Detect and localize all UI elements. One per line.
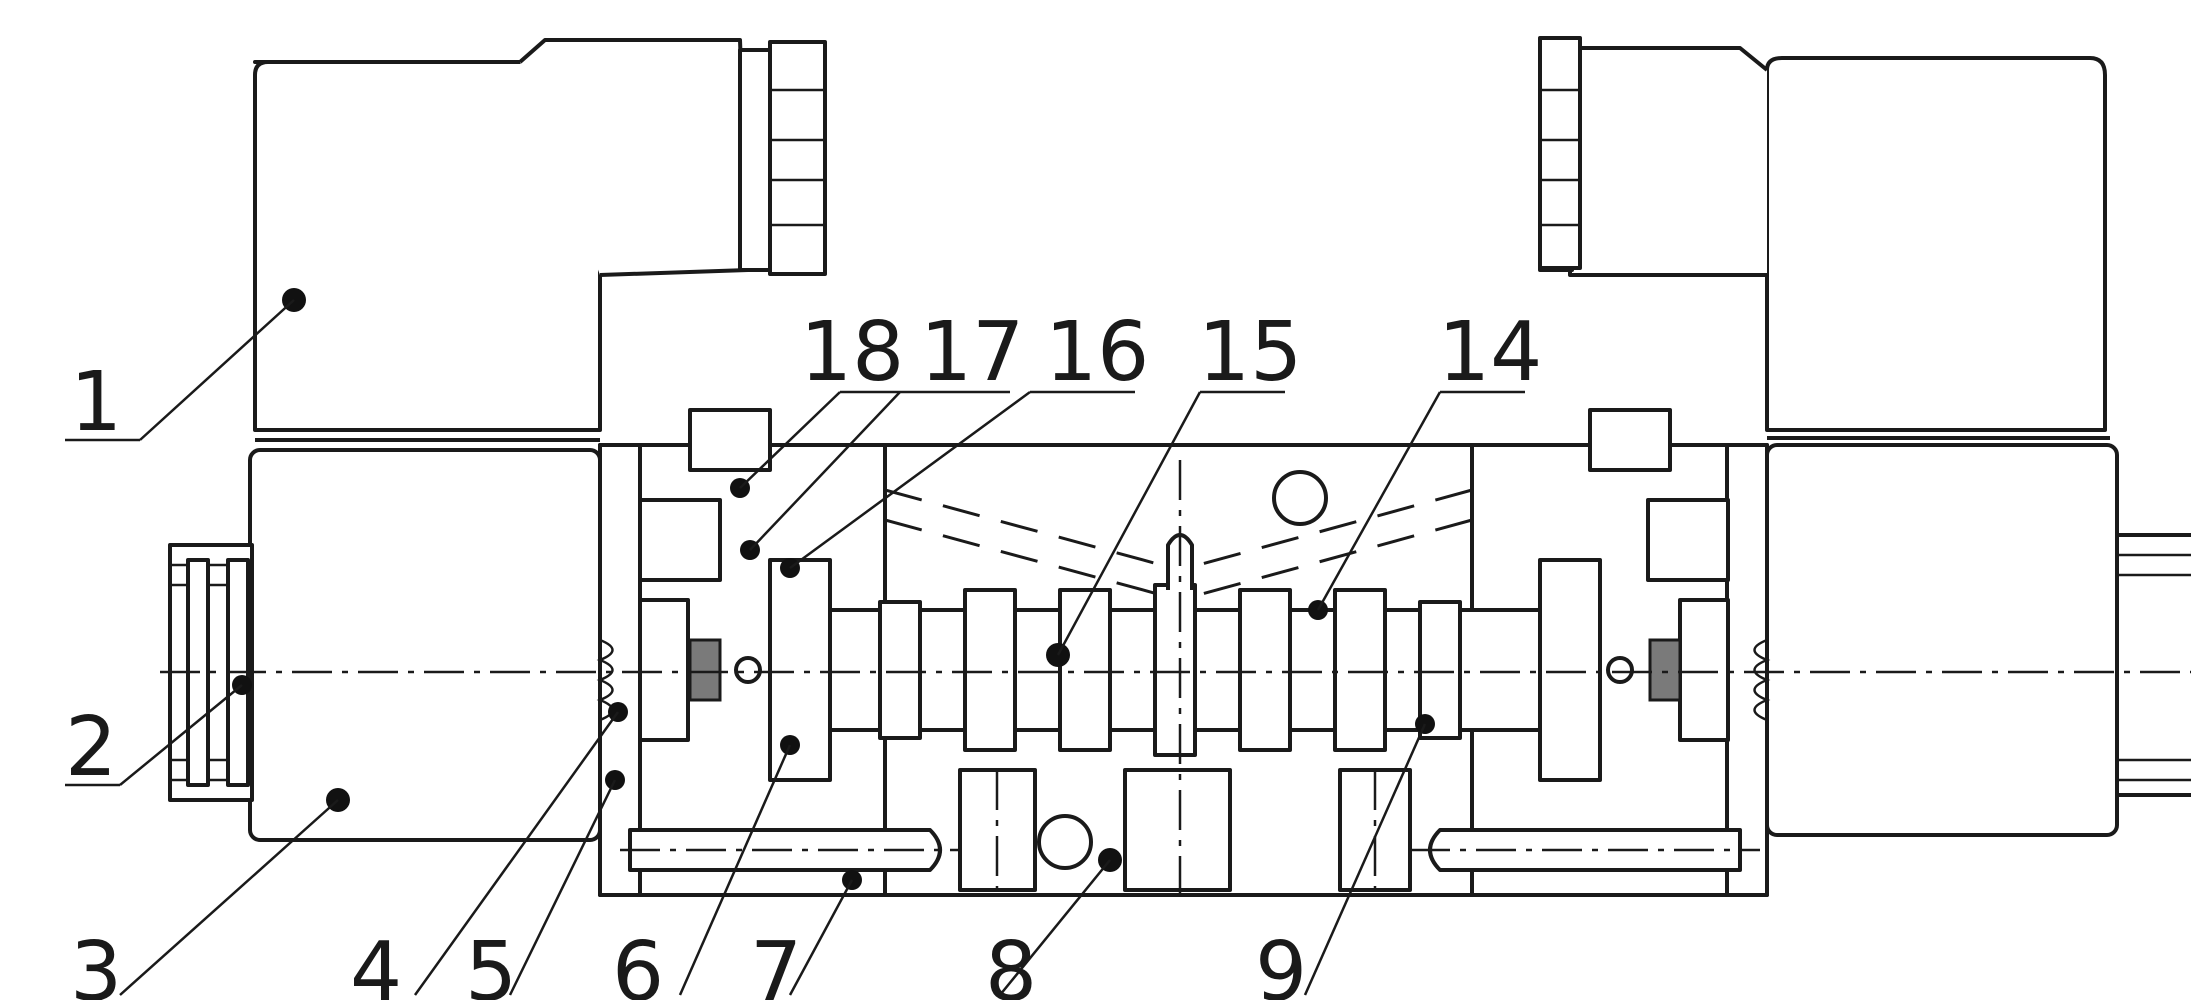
left-armature [688,638,722,702]
right-armature [1648,638,1682,702]
port-circle-top [1272,470,1328,526]
callout-4: 4 [350,925,402,1000]
port-circle-bottom [1037,814,1093,870]
leader-lines [65,299,1525,996]
callout-15: 15 [1198,305,1302,400]
callout-9: 9 [1255,925,1307,1000]
left-solenoid-coil [168,38,827,842]
callout-1: 1 [70,355,122,450]
callout-2: 2 [65,700,117,795]
callout-3: 3 [70,925,122,1000]
callout-17: 17 [920,305,1024,400]
valve-body [596,408,1771,897]
callout-18: 18 [800,305,904,400]
callout-7: 7 [750,925,802,1000]
callout-16: 16 [1045,305,1149,400]
callout-8: 8 [985,925,1037,1000]
right-solenoid-coil [1538,36,2191,837]
callout-14: 14 [1438,305,1542,400]
callout-5: 5 [465,925,517,1000]
callout-6: 6 [612,925,664,1000]
